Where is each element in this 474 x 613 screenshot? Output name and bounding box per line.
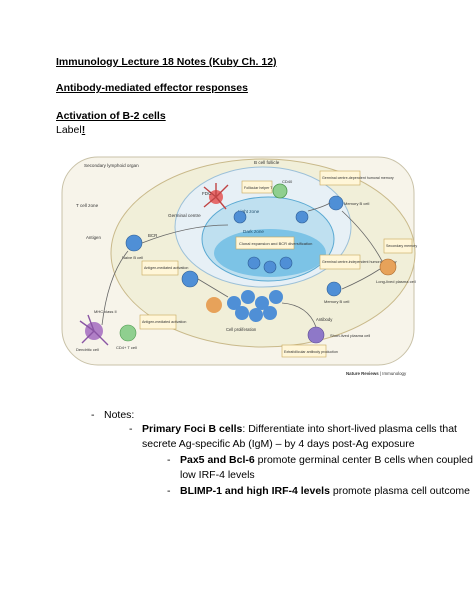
note-item-1-rest: : Differentiate into short-lived plasma … [242, 423, 457, 435]
long-lived-plasma-cell [379, 258, 397, 276]
light-zone-label: Light zone [238, 209, 260, 214]
b-follicle-label: B cell follicle [254, 160, 280, 165]
gc-b-cell [279, 256, 293, 270]
label-line: Label! [56, 124, 85, 136]
note-item-2-rest: promote germinal center B cells when cou… [254, 454, 474, 466]
note-item-2-cont: low IRF-4 levels [180, 469, 255, 481]
gc-b-cell [247, 256, 261, 270]
notes-heading: Notes: [104, 409, 135, 421]
flow-arrows [101, 202, 383, 328]
germinal-centre-label: Germinal centre [168, 213, 201, 218]
gc-b-cell [263, 260, 277, 274]
gc-b-cell [295, 210, 309, 224]
note-item-3: BLIMP-1 and high IRF-4 levels promote pl… [180, 484, 470, 499]
secondary-memory-label: Secondary memory [386, 244, 417, 248]
label-text: Label [56, 124, 82, 136]
secondary-lymphoid-label: Secondary lymphoid organ [84, 163, 139, 168]
bcr-label: BCR [148, 233, 157, 238]
naive-b-cell [125, 234, 143, 252]
proliferation-cluster [206, 290, 283, 322]
secondary-memory-box [383, 238, 413, 254]
doc-title: Immunology Lecture 18 Notes (Kuby Ch. 12… [56, 56, 277, 68]
antigen-activation-label: Antigen-mediated activation [144, 266, 188, 270]
tfh-cell [272, 183, 288, 199]
label-bang: ! [81, 124, 86, 136]
memory-b-label: Memory B cell [344, 201, 369, 206]
mhc2-label: MHC class II [94, 309, 117, 314]
note-item-1-cont: secrete Ag-specific Ab (IgM) – by 4 days… [142, 438, 415, 450]
memory-b-cell [328, 195, 344, 211]
bullet-dash-3: - [167, 485, 171, 497]
short-lived-plasma-cell [307, 326, 325, 344]
notes-section: - Notes: - Primary Foci B cells: Differe… [0, 408, 474, 497]
credit-rest: | Immunology [379, 371, 407, 376]
doc-subtitle: Antibody-mediated effector responses [56, 82, 248, 94]
cell-proliferation-label: Cell proliferation [226, 327, 257, 332]
b-cell-activation-figure: Secondary lymphoid organ B cell follicle… [58, 155, 418, 387]
antibody-label: Antibody [316, 317, 333, 322]
credit-bold: Nature Reviews [346, 371, 379, 376]
gc-dependent-box [319, 170, 361, 186]
antigen-activation-box-2 [139, 314, 177, 330]
clonal-expansion-box [235, 236, 295, 250]
antigen-activation-label-2: Antigen-mediated activation [142, 320, 186, 324]
note-item-1: Primary Foci B cells: Differentiate into… [142, 422, 457, 437]
dendritic-cell [79, 314, 109, 346]
cd40-label: CD40 [282, 179, 293, 184]
dendritic-label: Dendritic cell [76, 347, 99, 352]
antigen-label: Antigen [86, 235, 101, 240]
note-item-3-rest: promote plasma cell outcome [329, 485, 471, 497]
gc-dependent-label: Germinal centre-dependent humoral memory [322, 176, 394, 180]
cd4-t-cell [119, 324, 137, 342]
note-item-1-bold: Primary Foci B cells [142, 423, 243, 435]
tfh-box [241, 180, 273, 194]
bullet-dash-1: - [129, 423, 133, 435]
note-item-2-bold: Pax5 and Bcl-6 [180, 454, 255, 466]
t-cell-zone-label: T cell zone [76, 203, 99, 208]
bullet-dash-2: - [167, 454, 171, 466]
extrafollicular-label: Extrafollicular antibody production [284, 350, 338, 354]
tfh-label: Follicular helper T cell [244, 186, 279, 190]
cd4-label: CD4+ T cell [116, 345, 137, 350]
naive-b-label: Naive B cell [122, 255, 143, 260]
gc-independent-box [319, 254, 361, 270]
figure-credit: Nature Reviews | Immunology [346, 371, 407, 376]
dark-zone-label: Dark zone [243, 229, 264, 234]
fdc-label: FDC [202, 191, 212, 196]
notes-dash: - [91, 409, 95, 421]
long-lived-plasma-label: Long-lived plasma cell [376, 279, 416, 284]
note-item-2: Pax5 and Bcl-6 promote germinal center B… [180, 453, 474, 468]
note-item-3-bold: BLIMP-1 and high IRF-4 levels [180, 485, 330, 497]
memory-b-label-2: Memory B cell [324, 299, 349, 304]
gc-independent-label: Germinal centre-independent humoral memo… [322, 260, 397, 264]
memory-b-cell-2 [326, 281, 342, 297]
extrafollicular-box [281, 344, 327, 358]
short-lived-label: Short-lived plasma cell [330, 333, 370, 338]
activated-b-cell [181, 270, 199, 288]
antigen-activation-box [141, 260, 179, 276]
clonal-expansion-label: Clonal expansion and BCR diversification [239, 241, 312, 246]
section-heading: Activation of B-2 cells [56, 110, 166, 122]
fdc-cell [203, 183, 229, 210]
gc-b-cell [233, 210, 247, 224]
